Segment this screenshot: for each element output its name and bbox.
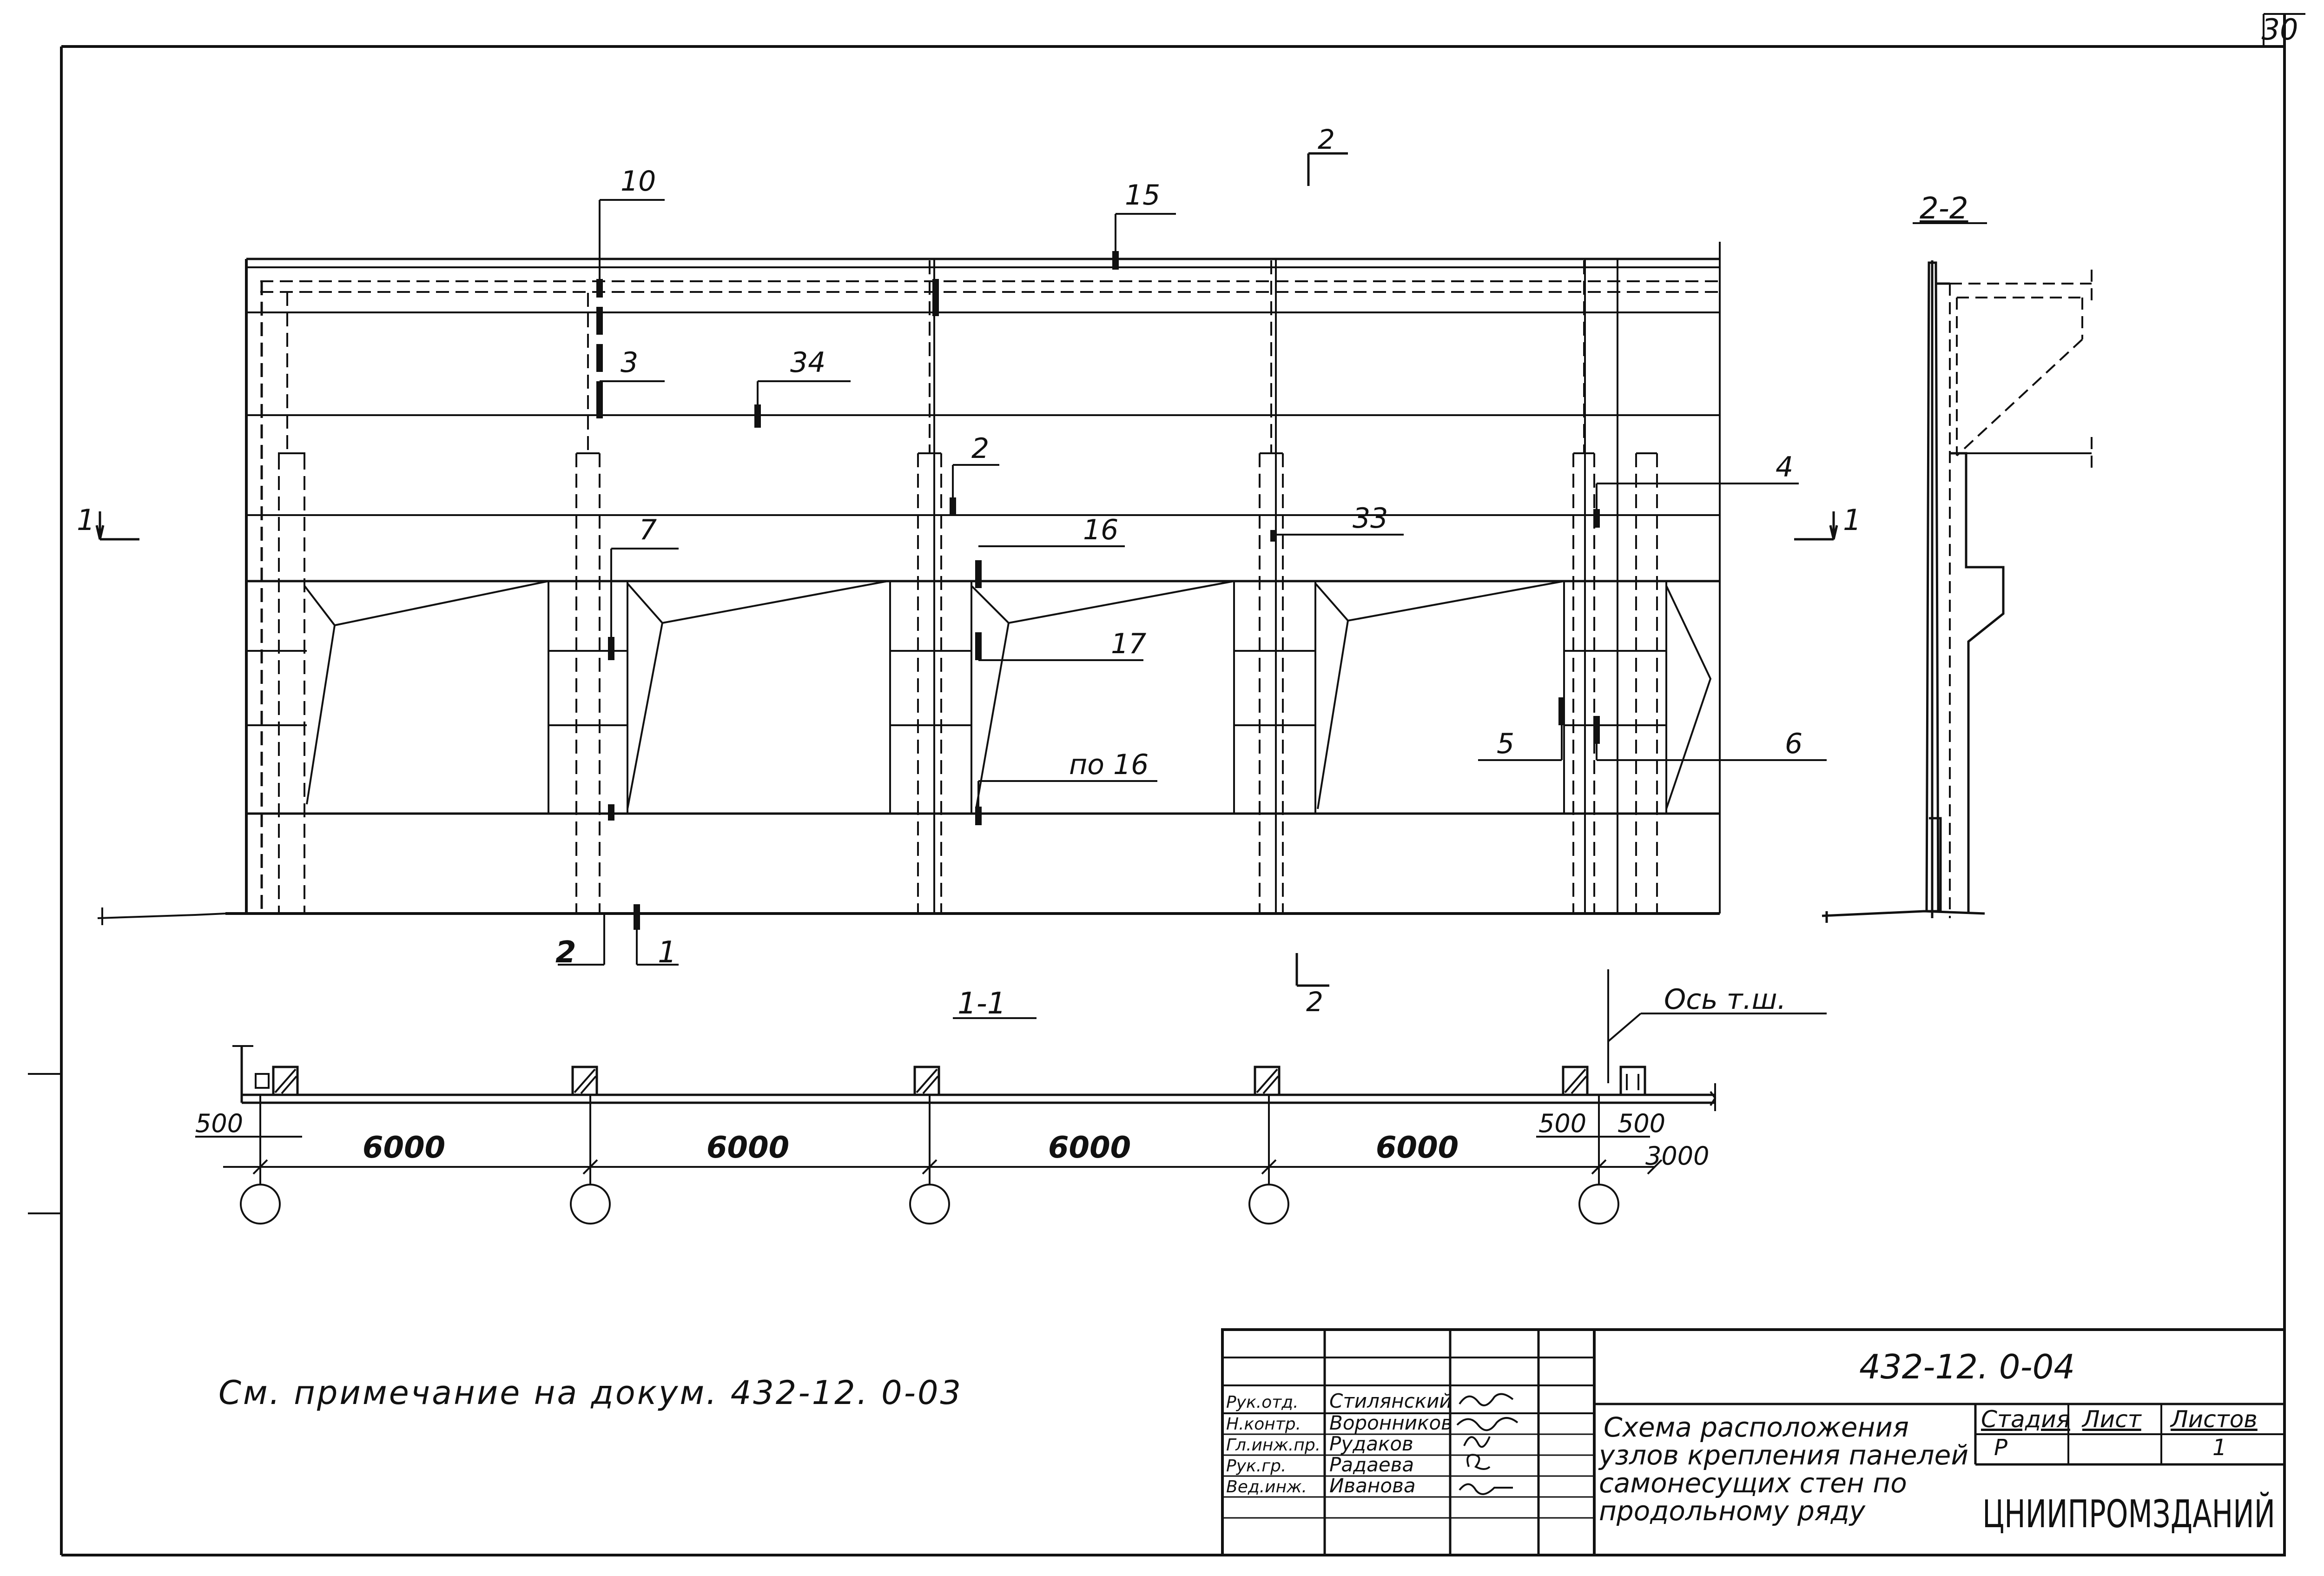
callout-3: 3 [621,346,638,379]
document-code: 432-12. 0-04 [1859,1347,2075,1386]
callout-4: 4 [1776,451,1793,483]
section-mark-left-label: 1 [77,503,95,537]
gate-openings [246,580,1712,814]
stage-value: Р [1994,1435,2007,1461]
name-3: Рудаков [1329,1432,1413,1455]
callout-1-bottom: 1 [658,935,677,970]
offset-500-a: 500 [1538,1109,1586,1138]
section-mark-top [1307,152,1348,186]
signatures [1456,1393,1519,1495]
role-1: Рук.отд. [1226,1393,1299,1412]
offset-3000: 3000 [1645,1141,1709,1171]
title-block: 432-12. 0-04 Схема расположения узлов кр… [1221,1328,2286,1556]
plan-columns [272,1066,1646,1096]
span-2: 6000 [706,1131,789,1165]
grid-axes [240,1095,1619,1225]
title-line-3: самонесущих стен по [1599,1467,1907,1499]
callout-5: 5 [1497,728,1514,760]
callout-po-16: по 16 [1069,748,1149,781]
section-mark-left [95,511,139,541]
column-c [917,260,942,914]
title-line-1: Схема расположения [1604,1411,1909,1443]
span-1: 6000 [363,1131,445,1165]
section-1-1-title: 1-1 [957,987,1006,1021]
axis-note: Ось т.ш. [1664,983,1786,1016]
sheets-value: 1 [2212,1435,2227,1461]
dimension-line [195,1136,1663,1175]
section-2-2: 2-2 [1822,192,2093,923]
callout-7: 7 [639,514,657,546]
name-2: Воронников [1329,1411,1452,1434]
sheets-label: Листов [2170,1406,2258,1433]
callout-15: 15 [1125,179,1160,212]
callout-6: 6 [1785,728,1802,760]
stage-label: Стадия [1981,1406,2070,1433]
role-3: Гл.инж.пр. [1226,1436,1320,1455]
callout-34: 34 [790,346,825,379]
title-line-4: продольному ряду [1599,1495,1866,1527]
sheet-frame: 30 [28,13,2305,1556]
column-a [260,281,305,914]
role-4: Рук.гр. [1226,1457,1286,1476]
role-2: Н.контр. [1226,1415,1301,1434]
name-1: Стилянский [1329,1390,1452,1412]
callout-16: 16 [1083,514,1118,546]
offset-left-500: 500 [195,1109,243,1138]
callout-33: 33 [1353,502,1388,535]
section-mark-bottom-label: 2 [1306,986,1323,1018]
column-b [575,293,601,914]
node-marks [596,251,1600,930]
callout-17: 17 [1111,628,1146,660]
section-mark-right-label: 1 [1843,503,1861,537]
role-5: Вед.инж. [1226,1477,1307,1497]
callout-2-bottom: 2 [555,935,576,970]
section-1-1: 1-1 Ось т.ш. [195,969,1827,1225]
section-mark-right [1794,511,1838,541]
name-4: Радаева [1329,1453,1414,1476]
organization: ЦНИИПРОМЗДАНИЙ [1982,1491,2275,1536]
callout-2: 2 [971,432,989,465]
title-line-2: узлов крепления панелей [1598,1439,1968,1471]
callout-10: 10 [621,165,656,198]
name-5: Иванова [1329,1474,1416,1497]
column-d [1259,260,1284,914]
section-mark-bottom [1295,953,1329,987]
span-3: 6000 [1048,1131,1131,1165]
section-2-2-title: 2-2 [1920,192,1968,226]
offset-500-b: 500 [1618,1109,1665,1138]
sheet-label: Лист [2081,1406,2142,1433]
page-number: 30 [2262,13,2298,46]
wall-elevation: 10 15 3 34 2 4 7 16 33 17 по 16 5 6 1 2 … [77,124,1861,1018]
reference-note: См. примечание на докум. 432-12. 0-03 [218,1374,963,1412]
section-mark-top-label: 2 [1318,124,1335,155]
span-4: 6000 [1376,1131,1459,1165]
